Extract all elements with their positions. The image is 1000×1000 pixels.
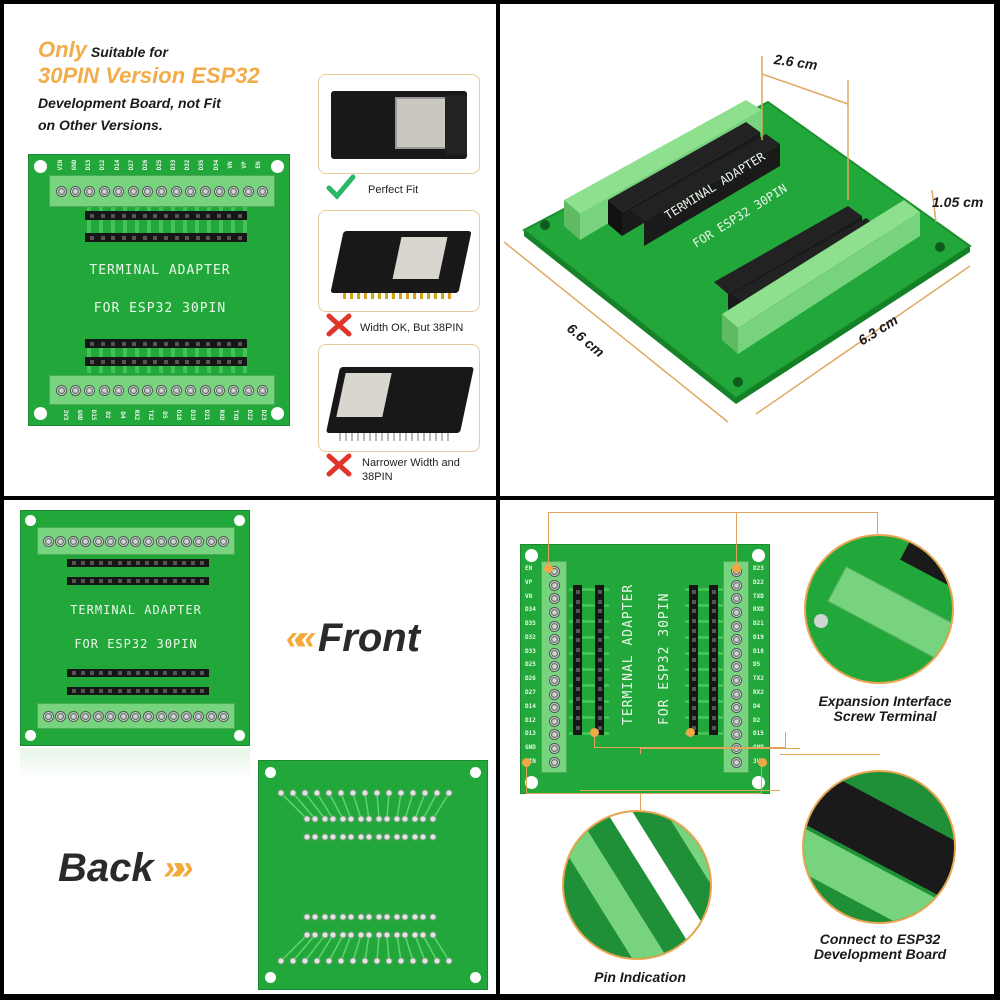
right-header-2 — [709, 585, 718, 735]
top-header-row-2 — [85, 233, 247, 242]
chevron-right-icon: »» — [163, 849, 194, 887]
front-label: «« Front — [286, 616, 421, 660]
left-header-2 — [595, 585, 604, 735]
left-header-1 — [573, 585, 582, 735]
zoom-header-socket — [802, 770, 956, 924]
bottom-header-row-2 — [85, 357, 247, 366]
silkscreen-line2: FOR ESP32 30PIN — [93, 301, 227, 316]
silkscreen-line1: TERMINAL ADAPTER — [89, 263, 231, 278]
option-card-38pin-wide — [318, 210, 480, 312]
adapter-board-front: TERMINAL ADAPTER FOR ESP32 30PIN — [20, 510, 250, 746]
vertical-silk-line2: FOR ESP32 30PIN — [657, 592, 672, 725]
bottom-screw-terminal — [49, 375, 275, 405]
board-isometric-view: TERMINAL ADAPTER FOR ESP32 30PIN — [522, 100, 972, 404]
top-header-row-1 — [85, 211, 247, 220]
check-icon — [326, 174, 356, 200]
option-card-38pin-narrow — [318, 344, 480, 452]
dimensions-panel: TERMINAL ADAPTER FOR ESP32 30PIN 2.6 cm … — [500, 4, 994, 496]
left-pin-labels: ENVPVND34D35D32D33D25D26D27D14D12D13GNDV… — [525, 565, 536, 765]
back-label: Back »» — [58, 846, 194, 890]
front-back-panel: TERMINAL ADAPTER FOR ESP32 30PIN «« Fron… — [4, 500, 496, 994]
cross-icon — [326, 453, 352, 477]
option-caption-width-ok: Width OK, But 38PIN — [360, 322, 464, 334]
right-header-1 — [689, 585, 698, 735]
bottom-header-row-1 — [85, 339, 247, 348]
vertical-silk-line1: TERMINAL ADAPTER — [621, 583, 636, 725]
left-screw-terminal — [541, 561, 567, 773]
front-silk-line2: FOR ESP32 30PIN — [74, 637, 198, 651]
caption-pin-indication: Pin Indication — [594, 969, 686, 985]
adapter-board-vertical: ENVPVND34D35D32D33D25D26D27D14D12D13GNDV… — [520, 544, 770, 794]
option-caption-perfect-fit: Perfect Fit — [368, 184, 419, 196]
chevron-left-icon: «« — [286, 619, 316, 657]
headline-emphasis: Only — [38, 37, 87, 62]
right-screw-terminal — [723, 561, 749, 773]
headline-version: 30PIN Version ESP32 — [38, 62, 260, 88]
headline-suitable: Suitable for — [90, 44, 168, 60]
adapter-board-back — [258, 760, 488, 990]
option-caption-narrower: Narrower Width and 38PIN — [362, 457, 460, 484]
top-screw-terminal — [49, 175, 275, 207]
dimension-lines — [503, 56, 971, 423]
zoom-pin-indication — [562, 810, 712, 960]
dimension-terminal-width: 1.05 cm — [932, 194, 984, 210]
option-card-30pin — [318, 74, 480, 174]
features-panel: ENVPVND34D35D32D33D25D26D27D14D12D13GNDV… — [500, 500, 994, 994]
zoom-screw-terminal — [804, 534, 954, 684]
front-silk-line1: TERMINAL ADAPTER — [70, 603, 202, 617]
cross-icon — [326, 313, 352, 337]
